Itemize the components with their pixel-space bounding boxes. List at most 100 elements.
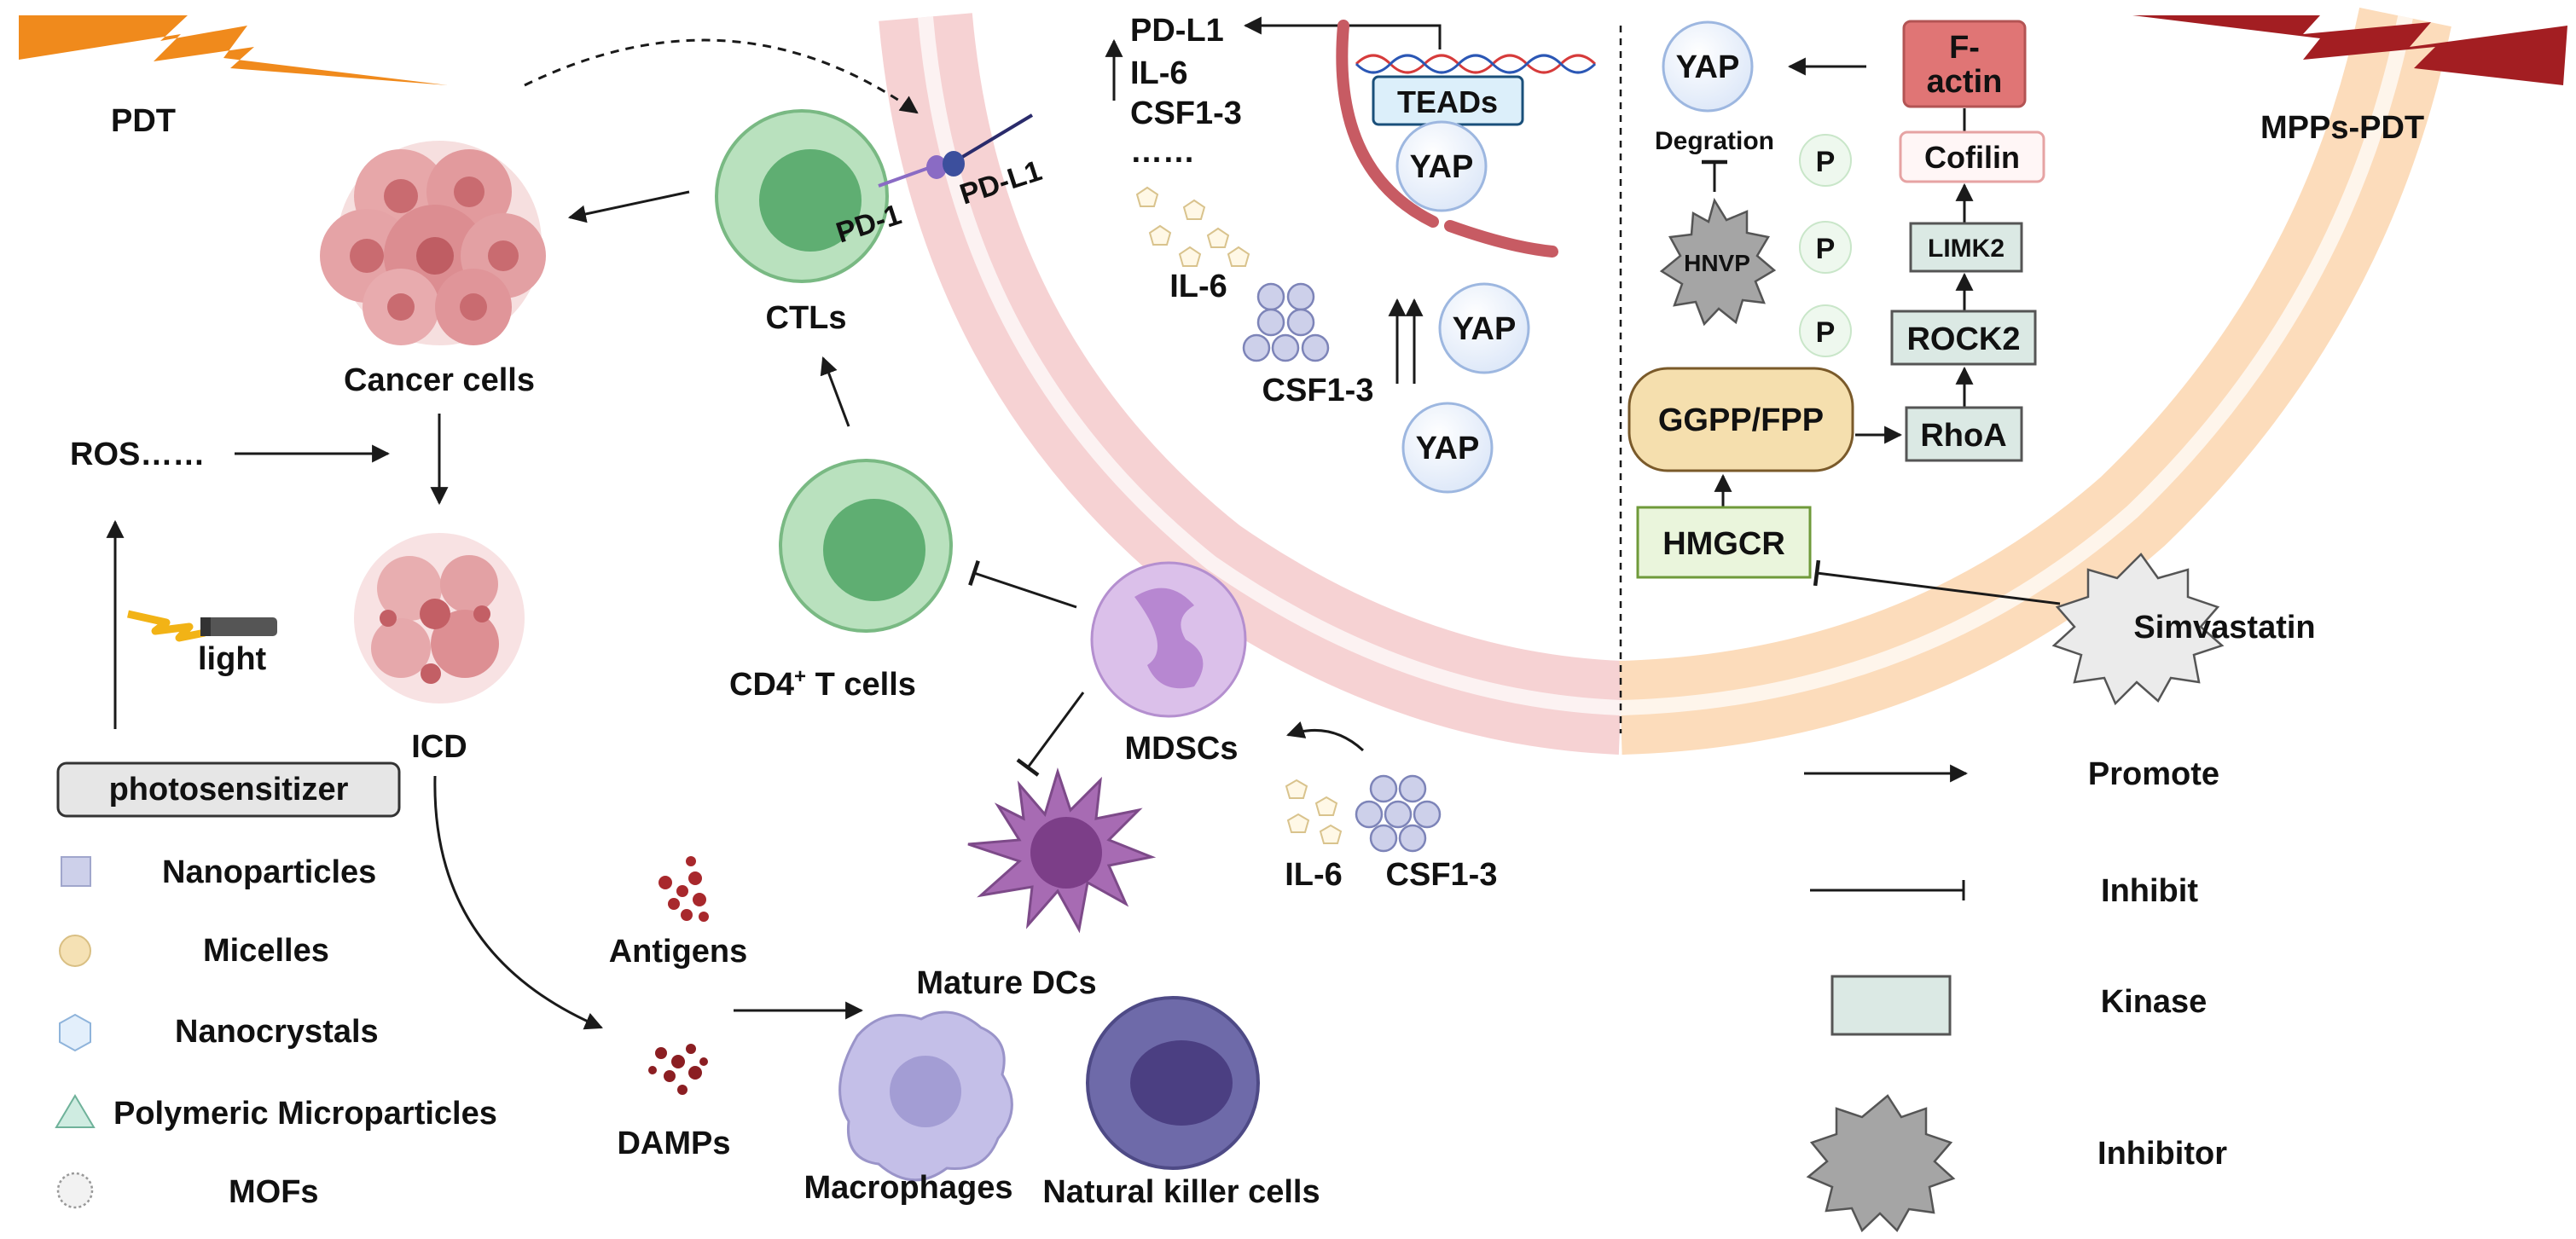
hmgcr-box: HMGCR	[1636, 506, 1812, 579]
yap-nuclear-label: YAP	[1410, 149, 1474, 185]
yap-right-circle: YAP	[1662, 20, 1754, 113]
yap-upper-circle: YAP	[1438, 282, 1530, 374]
antigens-label: Antigens	[609, 934, 748, 970]
il6-bottom-icon	[1285, 779, 1343, 844]
icd-cells-icon	[354, 533, 525, 703]
rhoa-label: RhoA	[1920, 418, 2006, 454]
limk2-box: LIMK2	[1909, 222, 2023, 273]
legend-label-3: Inhibitor	[2097, 1136, 2227, 1172]
rock2-label: ROCK2	[1906, 321, 2020, 357]
ctls-label: CTLs	[766, 300, 847, 336]
mofs-star-icon	[56, 1172, 94, 1209]
degration-label: Degration	[1655, 127, 1774, 155]
mature-dc-icon	[967, 767, 1157, 934]
legend: Promote Inhibit Kinase Inhibitor	[1804, 756, 2227, 1233]
mdsc-inhibit-dc	[1016, 692, 1085, 777]
teads-label: TEADs	[1397, 84, 1498, 119]
limk2-label: LIMK2	[1928, 234, 2005, 263]
photosensitizer-box: photosensitizer	[56, 761, 401, 818]
carrier-label-4: MOFs	[229, 1174, 319, 1210]
target-pdl1-label: PD-L1	[1130, 13, 1224, 49]
cofilin-label: Cofilin	[1924, 140, 2020, 175]
pdt-bolt-icon	[19, 15, 448, 85]
svg-text:P: P	[1816, 146, 1836, 178]
teads-box: TEADs	[1372, 75, 1524, 126]
carrier-label-0: Nanoparticles	[162, 854, 376, 890]
csf13-mid-label: CSF1-3	[1262, 373, 1374, 408]
nuclear-envelope	[1336, 20, 1558, 258]
nanocrystals-hexagon-icon	[59, 1013, 91, 1052]
target-csf-label: CSF1-3	[1130, 96, 1242, 131]
pdt-label: PDT	[111, 103, 176, 139]
simvastatin-label: Simvastatin	[2133, 610, 2315, 646]
legend-label-1: Inhibit	[2101, 873, 2198, 909]
nk-cells-label: Natural killer cells	[1042, 1174, 1320, 1210]
legend-label-0: Promote	[2088, 756, 2219, 792]
cell-membrane-orange	[1619, 7, 2451, 755]
ros-label: ROS……	[70, 437, 205, 472]
ggpp-fpp-box: GGPP/FPP	[1627, 367, 1854, 472]
yap-lower-circle: YAP	[1401, 402, 1494, 494]
icd-label: ICD	[411, 729, 467, 765]
macrophages-label: Macrophages	[804, 1170, 1013, 1206]
cd4-label: CD4+ T cells	[729, 665, 916, 703]
legend-inhibitor-star-icon	[1806, 1094, 1956, 1233]
nanoparticles-square-icon	[61, 856, 91, 887]
yap-lower-label: YAP	[1416, 431, 1480, 466]
phospho-p-3: P	[1799, 304, 1852, 357]
mdsc-cell-icon	[1090, 561, 1247, 718]
damps-label: DAMPs	[617, 1126, 730, 1161]
yap-nuclear-circle: YAP	[1395, 120, 1488, 212]
mature-dcs-label: Mature DCs	[916, 965, 1096, 1001]
carrier-list: Nanoparticles Micelles Nanocrystals Poly…	[55, 854, 497, 1210]
simvastatin-inhibit-hmgcr	[1813, 559, 2061, 605]
csf13-bottom-label: CSF1-3	[1386, 857, 1498, 893]
simvastatin-inhibitor-icon	[2051, 553, 2225, 706]
cytokines-to-mdsc-arrow	[1286, 721, 1365, 752]
hnvp-label: HNVP	[1684, 250, 1750, 276]
cancer-to-membrane-dashed-arrow	[524, 38, 919, 114]
rock2-box: ROCK2	[1890, 310, 2037, 366]
damps-icon	[648, 1044, 708, 1095]
phospho-p-1: P	[1799, 134, 1852, 187]
polymeric-triangle-icon	[55, 1094, 96, 1128]
csf13-mid-icon	[1242, 282, 1330, 362]
tead-to-pdl1-arrow	[1243, 16, 1442, 49]
macrophage-icon	[838, 1010, 1013, 1182]
cell-membrane-pink	[879, 13, 1623, 755]
legend-kinase-rect	[1830, 975, 1952, 1036]
il6-bottom-label: IL-6	[1285, 857, 1343, 893]
light-label: light	[198, 641, 267, 677]
ctl-cell-icon	[715, 109, 889, 283]
il6-mid-icon	[1135, 186, 1250, 267]
cd4-to-ctl-arrow	[820, 356, 850, 427]
yap-right-label: YAP	[1676, 49, 1740, 85]
nk-cell-icon	[1086, 996, 1260, 1170]
cd4-t-cell-icon	[779, 459, 953, 633]
il6-mid-label: IL-6	[1169, 269, 1227, 304]
mpps-bolt-icon	[2132, 15, 2567, 85]
factin-box: F- actin	[1902, 20, 2027, 108]
mpps-pdt-label: MPPs-PDT	[2260, 110, 2424, 146]
cancer-cells-label: Cancer cells	[344, 362, 535, 398]
mdscs-label: MDSCs	[1124, 731, 1238, 767]
antigens-icon	[659, 856, 709, 922]
phospho-p-2: P	[1799, 221, 1852, 274]
factin-label-1: F-	[1949, 30, 1980, 66]
svg-text:P: P	[1816, 316, 1836, 349]
ggpp-label: GGPP/FPP	[1658, 402, 1824, 438]
svg-text:P: P	[1816, 233, 1836, 265]
rhoa-box: RhoA	[1905, 406, 2023, 462]
micelles-circle-icon	[59, 935, 91, 967]
csf13-bottom-icon	[1355, 774, 1442, 853]
yap-upper-label: YAP	[1453, 311, 1517, 347]
mdsc-inhibit-cd4	[968, 560, 1077, 609]
factin-label-2: actin	[1927, 64, 2003, 100]
photosensitizer-label: photosensitizer	[109, 772, 349, 808]
hnvp-inhibitor-icon: HNVP	[1659, 197, 1777, 327]
pd1-pdl1-binding-icon	[878, 113, 1034, 188]
light-source-icon	[127, 610, 277, 642]
target-dots-label: ……	[1130, 134, 1195, 170]
